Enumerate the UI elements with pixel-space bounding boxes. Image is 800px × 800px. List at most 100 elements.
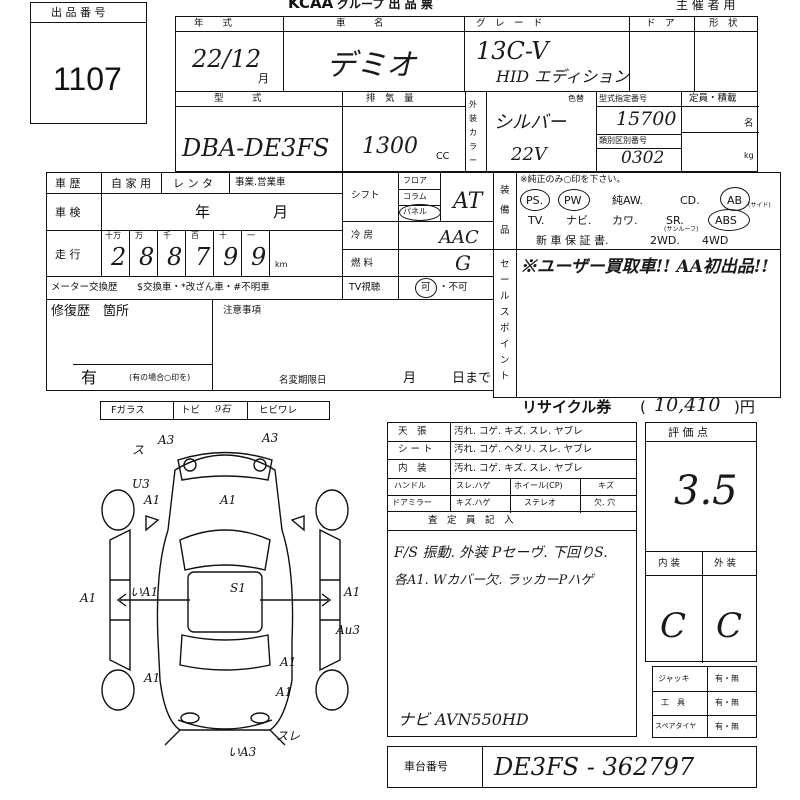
- stereo-label: ステレオ: [524, 498, 556, 507]
- mirror-items: キズ.ハゲ: [456, 498, 491, 507]
- shift-column: コラム: [403, 192, 427, 201]
- mileage-unit-6: 一: [247, 231, 255, 240]
- capacity-unit: 名: [744, 118, 754, 129]
- deadline-month-unit: 月: [403, 371, 417, 386]
- inspector-label: 査 定 員 記 入: [428, 515, 514, 526]
- handle-label: ハンドル: [394, 481, 426, 490]
- equip-cd: CD.: [680, 194, 700, 207]
- mark-8: S1: [230, 581, 246, 595]
- repair-label: 修復歴 箇所: [51, 304, 130, 319]
- glass-tobi: トビ: [181, 405, 201, 416]
- caution-label: 注意事項: [223, 305, 262, 316]
- equip-kawa: カワ.: [612, 214, 638, 227]
- equipment-note: ※純正のみ○印を下さい。: [520, 175, 626, 185]
- month-unit: 月: [258, 72, 269, 85]
- spare-value: 有・無: [715, 722, 739, 731]
- arrow-left: [116, 593, 190, 607]
- deadline-label: 名変期限日: [279, 375, 327, 386]
- mark-16: スレ: [276, 729, 300, 743]
- interior-label: 内 装: [398, 463, 427, 474]
- equip-aw: 純AW.: [612, 194, 644, 207]
- equip-2wd: 2WD.: [650, 234, 680, 247]
- mark-10: A1: [343, 585, 360, 599]
- inspector-line2: 各A1. Wカバー欠. ラッカーPハゲ: [394, 573, 594, 588]
- car-body-outline: [156, 454, 294, 731]
- spec-box: シフト フロア コラム パネル AT 冷 房 AAC 燃 料 G TV視聴 可 …: [342, 172, 494, 300]
- exterior-label: 外装カラー: [469, 100, 477, 165]
- organizer-label: 主 催 者 用: [676, 0, 736, 12]
- row1-box: 年 式 車 名 グ レ ー ド ド ア 形 状 22/12 月 デミオ 13C-…: [175, 16, 758, 92]
- ceiling-label: 天 張: [398, 426, 427, 437]
- rating-score: 3.5: [674, 468, 738, 514]
- sales-label: セールスポイント: [500, 259, 510, 382]
- recycle-label: リサイクル券: [522, 398, 612, 416]
- meter-label: メーター交換歴: [51, 282, 118, 293]
- mark-14: A1: [279, 655, 296, 669]
- jack-value: 有・無: [715, 674, 739, 683]
- equip-4wd: 4WD: [702, 234, 729, 247]
- shift-value: AT: [453, 189, 483, 214]
- wheel-rear-right: [315, 669, 349, 711]
- inspector-box: 査 定 員 記 入 F/S 振動. 外装 Pセーヴ. 下回りS. 各A1. Wカ…: [387, 511, 637, 737]
- navi-note: ナビ AVN550HD: [398, 710, 529, 729]
- inspection-month-unit: 月: [273, 203, 289, 221]
- model-no-value: 15700: [616, 108, 677, 130]
- mirror-left: [145, 515, 160, 532]
- mileage-digit-5: 9: [223, 243, 239, 271]
- tv-label: TV視聴: [349, 282, 381, 293]
- history-business: 事業.営業車: [235, 177, 286, 188]
- interior-items: 汚れ. コゲ. キズ. スレ. ヤブレ: [454, 463, 583, 474]
- front-windshield: [179, 529, 271, 571]
- equipment-label: 装備品: [500, 185, 510, 236]
- jack-label: ジャッキ: [658, 674, 690, 683]
- roof: [187, 571, 263, 633]
- mark-1: A3: [157, 433, 175, 447]
- equip-warranty: 新 車 保 証 書.: [536, 234, 609, 247]
- displacement-unit: CC: [436, 151, 450, 162]
- shape-label: 形 状: [709, 18, 738, 29]
- interior-box: 天 張 汚れ. コゲ. キズ. スレ. ヤブレ シ ー ト 汚れ. コゲ. ヘタ…: [387, 422, 637, 513]
- mileage-unit-4: 百: [191, 231, 199, 240]
- glass-label: Fガラス: [111, 405, 145, 416]
- km-unit: km: [275, 260, 288, 269]
- row2-box: 型 式 排 気 量 外装カラー 色替 型式指定番号 類別区別番号 定員・積載 名…: [175, 91, 759, 172]
- equip-sr: SR.: [666, 214, 684, 227]
- deadline-day-unit: 日まで: [452, 371, 492, 386]
- seat-label: シ ー ト: [398, 444, 433, 455]
- mileage-label: 走 行: [55, 248, 81, 261]
- color-value: シルバー: [494, 112, 566, 133]
- tv-ok-circle: [415, 278, 437, 298]
- interior-grade-label: 内 装: [658, 558, 681, 569]
- taillight-right: [250, 712, 270, 724]
- history-label: 車 歴: [55, 177, 81, 190]
- category-no-label: 類別区別番号: [599, 136, 647, 145]
- exterior-grade-label: 外 装: [714, 558, 737, 569]
- car-name-value: デミオ: [326, 48, 416, 83]
- glass-tobi-note: 9石: [215, 404, 231, 415]
- ac-value: AAC: [439, 227, 479, 248]
- equip-sr-note: (サンルーフ): [664, 226, 699, 233]
- mileage-digit-3: 8: [167, 243, 183, 271]
- year-value: 22/12: [192, 45, 262, 73]
- meter-options: $交換車・*改ざん車・#不明車: [137, 282, 270, 293]
- repair-value: 有: [81, 368, 98, 387]
- equip-ab-note: (サイド): [748, 202, 771, 209]
- mileage-digit-6: 9: [251, 243, 267, 271]
- history-rental: レ ン タ: [173, 177, 213, 190]
- equipment-box: 装備品 セールスポイント ※純正のみ○印を下さい。 PS. PW 純AW. CD…: [493, 172, 781, 398]
- chassis-value: DE3FS - 362797: [494, 753, 695, 781]
- mileage-unit-5: 十: [219, 231, 227, 240]
- wheel-front-left: [101, 489, 135, 531]
- mark-11: Au3: [335, 623, 360, 637]
- mileage-unit-3: 千: [163, 231, 171, 240]
- stereo-items: 欠. 穴: [594, 498, 616, 507]
- category-no-value: 0302: [621, 148, 665, 168]
- capacity-label: 定員・積載: [689, 93, 737, 104]
- shift-panel-circle: [399, 204, 441, 221]
- exterior-grade: C: [716, 606, 743, 646]
- fuel-label: 燃 料: [351, 258, 374, 269]
- spare-label: スペアタイヤ: [655, 722, 697, 730]
- history-box: 車 歴 自 家 用 レ ン タ 事業.営業車 車 検 年 月 走 行 十万 万 …: [46, 172, 343, 300]
- mark-2: ス: [132, 443, 144, 457]
- history-private: 自 家 用: [111, 177, 151, 190]
